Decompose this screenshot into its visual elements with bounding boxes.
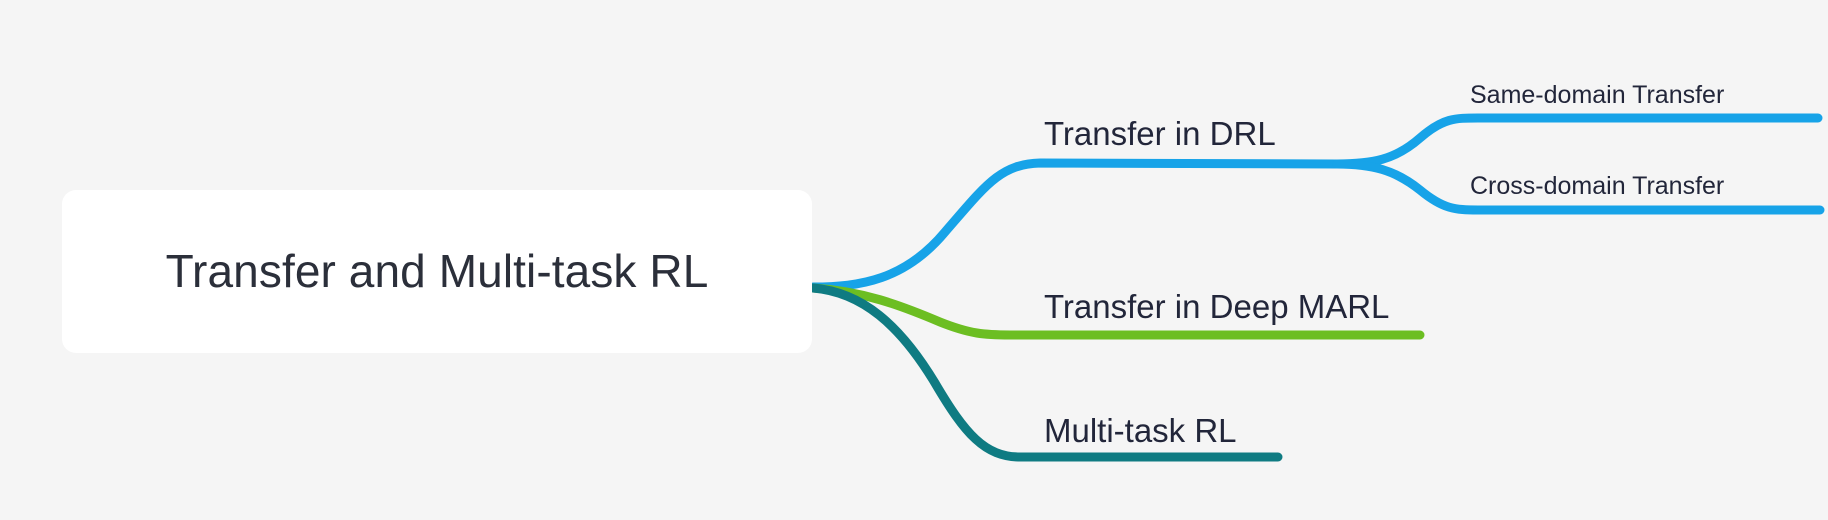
branch-line-transfer-in-deep-marl — [808, 283, 1425, 340]
node-multi-task-rl[interactable]: Multi-task RL — [1044, 414, 1237, 447]
node-cross-domain-transfer[interactable]: Cross-domain Transfer — [1470, 174, 1724, 199]
branch-line-cross-domain-transfer — [1332, 159, 1825, 215]
branch-line-multi-task-rl — [808, 283, 1283, 462]
root-node-label: Transfer and Multi-task RL — [165, 245, 709, 298]
node-transfer-in-drl[interactable]: Transfer in DRL — [1044, 117, 1276, 150]
node-transfer-in-deep-marl[interactable]: Transfer in Deep MARL — [1044, 290, 1389, 323]
node-same-domain-transfer[interactable]: Same-domain Transfer — [1470, 83, 1724, 108]
root-node[interactable]: Transfer and Multi-task RL — [62, 190, 812, 353]
node-cross-domain-transfer-label: Cross-domain Transfer — [1470, 172, 1725, 200]
node-same-domain-transfer-label: Same-domain Transfer — [1470, 81, 1725, 109]
node-multi-task-rl-label: Multi-task RL — [1044, 412, 1237, 449]
branch-line-transfer-in-drl — [808, 158, 1342, 292]
node-transfer-in-drl-label: Transfer in DRL — [1044, 115, 1276, 152]
node-transfer-in-deep-marl-label: Transfer in Deep MARL — [1044, 288, 1390, 325]
branch-line-same-domain-transfer — [1332, 113, 1823, 169]
